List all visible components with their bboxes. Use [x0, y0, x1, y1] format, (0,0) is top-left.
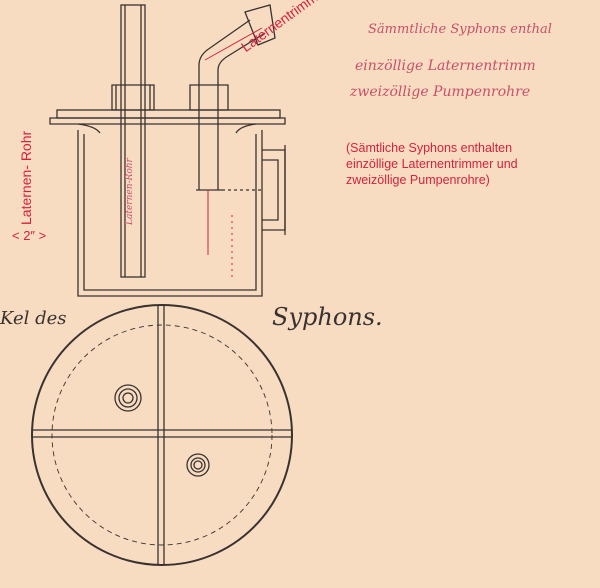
- tank-outline: [77, 130, 263, 297]
- handwritten-line: einzöllige Laternentrimm: [355, 58, 536, 74]
- handwritten-line: Sämmtliche Syphons enthal: [368, 22, 552, 37]
- section-view: [49, 4, 286, 297]
- side-nozzle: [262, 149, 286, 231]
- pipe-size-label: < 2″ >: [12, 228, 47, 243]
- handwritten-title-right: Syphons.: [272, 303, 383, 331]
- handwritten-pipe-label: Laternen-Rohr: [125, 158, 135, 225]
- note-line: (Sämtliche Syphons enthalten: [346, 141, 513, 155]
- lantern-pipe: [120, 4, 146, 278]
- trimmer-pipe: [198, 19, 266, 190]
- red-markings: [204, 27, 263, 280]
- lid-flange: [56, 109, 281, 119]
- note-line: zweizöllige Pumpenrohre): [346, 173, 490, 187]
- translation-note: (Sämtliche Syphons enthalten einzöllige …: [346, 140, 518, 188]
- handwritten-title-left: Kel des: [0, 308, 67, 329]
- note-line: einzöllige Laternentrimmer und: [346, 157, 518, 171]
- plan-view: [31, 304, 293, 566]
- lantern-pipe-label: Laternen- Rohr: [18, 130, 34, 225]
- outer-circle: [31, 304, 293, 566]
- handwritten-line: zweizöllige Pumpenrohre: [350, 84, 531, 100]
